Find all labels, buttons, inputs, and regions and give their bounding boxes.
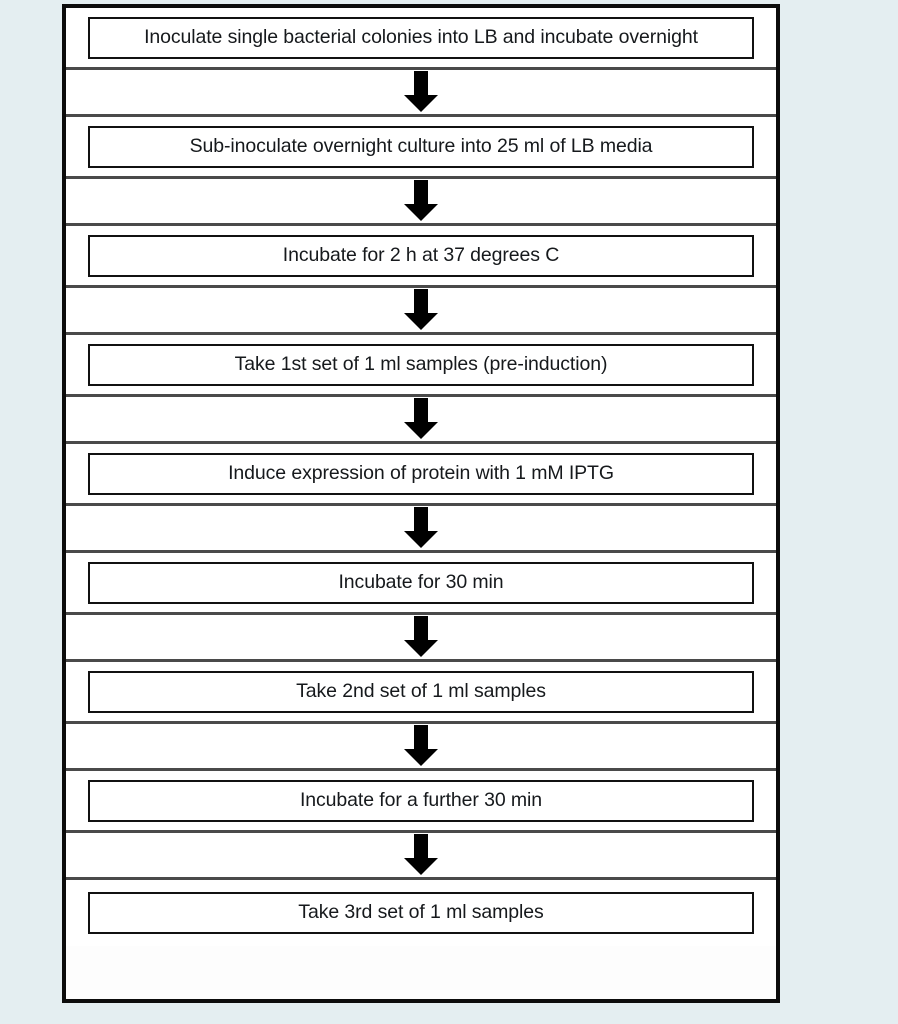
flowchart-node-8-label: Incubate for a further 30 min	[299, 788, 543, 811]
flowchart-node-9-label: Take 3rd set of 1 ml samples	[298, 901, 544, 924]
flowchart-node-4-label: Take 1st set of 1 ml samples (pre-induct…	[234, 352, 608, 375]
flowchart-node-8[interactable]: Incubate for a further 30 min	[88, 779, 754, 822]
flowchart-connector-row-1	[66, 70, 776, 117]
flowchart-node-9[interactable]: Take 3rd set of 1 ml samples	[88, 892, 754, 934]
flowchart-node-6[interactable]: Incubate for 30 min	[88, 561, 754, 604]
flowchart-connector-row-4	[66, 397, 776, 444]
flowchart-node-1[interactable]: Inoculate single bacterial colonies into…	[88, 16, 754, 59]
down-arrow-icon	[404, 616, 438, 657]
flowchart-step-row-9: Take 3rd set of 1 ml samples	[66, 880, 776, 946]
flowchart-connector-row-5	[66, 506, 776, 553]
flowchart-node-6-label: Incubate for 30 min	[338, 570, 504, 593]
flowchart-connector-row-2	[66, 179, 776, 226]
down-arrow-icon	[404, 725, 438, 766]
down-arrow-icon	[404, 71, 438, 112]
flowchart-node-4[interactable]: Take 1st set of 1 ml samples (pre-induct…	[88, 343, 754, 386]
flowchart-connector-row-7	[66, 724, 776, 771]
flowchart-node-2-label: Sub-inoculate overnight culture into 25 …	[189, 134, 653, 157]
flowchart-body: Inoculate single bacterial colonies into…	[66, 8, 776, 999]
down-arrow-icon	[404, 834, 438, 875]
flowchart-node-2[interactable]: Sub-inoculate overnight culture into 25 …	[88, 125, 754, 168]
flowchart-step-row-8: Incubate for a further 30 min	[66, 771, 776, 833]
flowchart-step-row-7: Take 2nd set of 1 ml samples	[66, 662, 776, 724]
flowchart-node-1-label: Inoculate single bacterial colonies into…	[144, 25, 698, 48]
flowchart-node-3[interactable]: Incubate for 2 h at 37 degrees C	[88, 234, 754, 277]
flowchart-node-7[interactable]: Take 2nd set of 1 ml samples	[88, 670, 754, 713]
flowchart-step-row-1: Inoculate single bacterial colonies into…	[66, 8, 776, 70]
flowchart-node-7-label: Take 2nd set of 1 ml samples	[296, 679, 546, 702]
flowchart-step-row-2: Sub-inoculate overnight culture into 25 …	[66, 117, 776, 179]
down-arrow-icon	[404, 180, 438, 221]
down-arrow-icon	[404, 289, 438, 330]
down-arrow-icon	[404, 507, 438, 548]
flowchart-frame: Inoculate single bacterial colonies into…	[62, 4, 780, 1003]
flowchart-connector-row-3	[66, 288, 776, 335]
flowchart-node-5-label: Induce expression of protein with 1 mM I…	[228, 461, 614, 484]
flowchart-connector-row-8	[66, 833, 776, 880]
flowchart-step-row-5: Induce expression of protein with 1 mM I…	[66, 444, 776, 506]
flowchart-step-row-6: Incubate for 30 min	[66, 553, 776, 615]
flowchart-node-5[interactable]: Induce expression of protein with 1 mM I…	[88, 452, 754, 495]
flowchart-node-3-label: Incubate for 2 h at 37 degrees C	[282, 243, 560, 266]
flowchart-connector-row-6	[66, 615, 776, 662]
flowchart-step-row-3: Incubate for 2 h at 37 degrees C	[66, 226, 776, 288]
down-arrow-icon	[404, 398, 438, 439]
flowchart-step-row-4: Take 1st set of 1 ml samples (pre-induct…	[66, 335, 776, 397]
